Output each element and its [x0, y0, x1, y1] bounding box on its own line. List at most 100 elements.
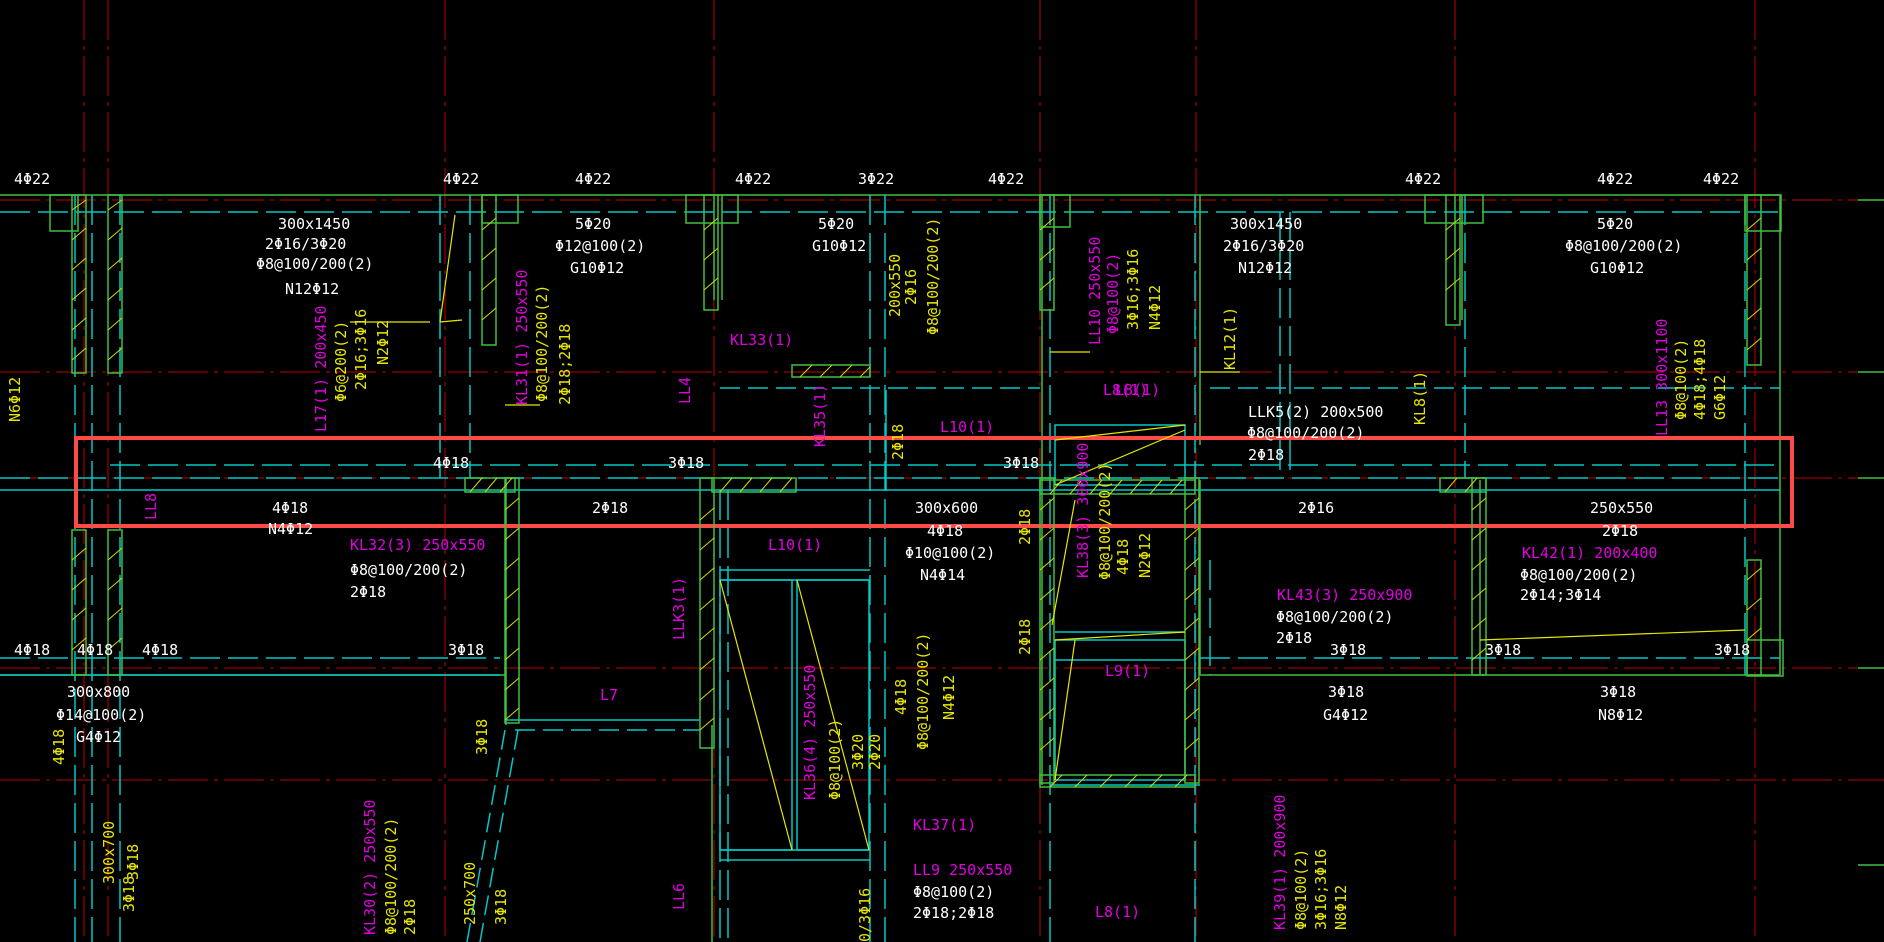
top-rebar-label: 3Φ22 — [858, 170, 894, 188]
white-label: 4Φ18 — [14, 641, 50, 659]
white-label: 2Φ16/3Φ20 — [265, 235, 346, 253]
white-label: N8Φ12 — [1598, 706, 1643, 724]
vertical-label: KL38(3) 300x900 — [1074, 443, 1092, 578]
white-label: Φ8@100(2) — [913, 883, 994, 901]
white-label: 250x550 — [1590, 499, 1653, 517]
vertical-label: Φ8@100/200(2) — [1096, 463, 1114, 580]
vertical-label: Φ8@100/200(2) — [914, 633, 932, 750]
vertical-label: N2Φ12 — [374, 320, 392, 365]
vertical-label: 2Φ18;2Φ18 — [556, 324, 574, 405]
white-label: 300x1450 — [278, 215, 350, 233]
vertical-label: 2Φ18 — [1016, 509, 1034, 545]
vertical-label: 3Φ18 — [124, 844, 142, 880]
top-rebar-label: 4Φ22 — [443, 170, 479, 188]
vertical-label: N4Φ12 — [940, 675, 958, 720]
vertical-label: L17(1) 200x450 — [312, 306, 330, 432]
vertical-label: 4Φ18;4Φ18 — [1691, 339, 1709, 420]
vertical-label: KL35(1) — [811, 384, 829, 447]
white-label: N4Φ12 — [268, 520, 313, 538]
yellow-diagonal-lines — [350, 214, 1746, 851]
vertical-label: 250x700 — [461, 862, 479, 925]
white-label: G10Φ12 — [1590, 259, 1644, 277]
vertical-label: 2Φ16 — [902, 269, 920, 305]
white-label: N4Φ14 — [920, 566, 965, 584]
vertical-label: N4Φ12 — [1146, 285, 1164, 330]
vertical-label: KL36(4) 250x550 — [801, 665, 819, 800]
white-label: 3Φ18 — [1330, 641, 1366, 659]
white-label: 3Φ18 — [1714, 641, 1750, 659]
vertical-label: Φ8@100(2) — [1672, 339, 1690, 420]
white-label: 3Φ18 — [1328, 683, 1364, 701]
white-label: G10Φ12 — [570, 259, 624, 277]
vertical-label: Φ8@100/200(2) — [533, 285, 551, 402]
vertical-label: LL6 — [670, 883, 688, 910]
magenta-label: L8(1) — [1103, 381, 1148, 399]
white-label: Φ8@100/200(2) — [1247, 424, 1364, 442]
white-label: 4Φ18 — [77, 641, 113, 659]
white-label: Φ8@100/200(2) — [1565, 237, 1682, 255]
vertical-label: 4Φ18 — [892, 679, 910, 715]
white-label: Φ8@100/200(2) — [1520, 566, 1637, 584]
magenta-label: KL43(3) 250x900 — [1277, 586, 1412, 604]
vertical-label: Φ8@100(2) — [1104, 253, 1122, 334]
vertical-label: Φ8@100/200(2) — [382, 818, 400, 935]
white-label: 3Φ18 — [668, 454, 704, 472]
white-label: 2Φ18 — [592, 499, 628, 517]
vertical-label: KL39(1) 200x900 — [1271, 795, 1289, 930]
white-label: G4Φ12 — [1323, 706, 1368, 724]
vertical-label: 3Φ16;3Φ16 — [1312, 849, 1330, 930]
white-label: Φ8@100/200(2) — [350, 561, 467, 579]
vertical-label: KL31(1) 250x550 — [513, 270, 531, 405]
white-label: Φ12@100(2) — [555, 237, 645, 255]
white-label: 3Φ18 — [448, 641, 484, 659]
white-label: 2Φ14;3Φ14 — [1520, 586, 1601, 604]
white-label: G4Φ12 — [76, 728, 121, 746]
top-rebar-label: 4Φ22 — [1405, 170, 1441, 188]
vertical-label: 2Φ18 — [889, 424, 907, 460]
vertical-label: LLK3(1) — [670, 577, 688, 640]
vertical-label: 3Φ18 — [473, 719, 491, 755]
magenta-label: L10(1) — [768, 536, 822, 554]
hatch-pattern — [71, 199, 1762, 788]
top-rebar-label: 4Φ22 — [1703, 170, 1739, 188]
white-label: 3Φ18 — [1600, 683, 1636, 701]
vertical-label: Φ8@100(2) — [826, 719, 844, 800]
vertical-label: 2Φ20 — [866, 734, 884, 770]
white-label: 4Φ18 — [433, 454, 469, 472]
white-label: 2Φ18 — [350, 583, 386, 601]
edge-tick-marks — [1858, 199, 1884, 866]
vertical-label: G6Φ12 — [1711, 375, 1729, 420]
white-label: N12Φ12 — [1238, 259, 1292, 277]
vertical-label: 3Φ18 — [492, 889, 510, 925]
vertical-label: KL12(1) — [1221, 307, 1239, 370]
magenta-label: LL9 250x550 — [913, 861, 1012, 879]
white-label: 2Φ18 — [1276, 629, 1312, 647]
white-label: 5Φ20 — [1597, 215, 1633, 233]
magenta-label: KL42(1) 200x400 — [1522, 544, 1657, 562]
magenta-label: L7 — [600, 686, 618, 704]
vertical-label: 2Φ18 — [401, 899, 419, 935]
white-label: 5Φ20 — [818, 215, 854, 233]
white-label: 2Φ18;2Φ18 — [913, 904, 994, 922]
white-label: 300x1450 — [1230, 215, 1302, 233]
magenta-label: L9(1) — [1105, 662, 1150, 680]
white-label: 300x600 — [915, 499, 978, 517]
vertical-label: 3Φ20 — [849, 734, 867, 770]
white-label: 4Φ18 — [272, 499, 308, 517]
white-label: 2Φ18 — [1602, 522, 1638, 540]
white-label: 4Φ18 — [927, 522, 963, 540]
vertical-label: 4Φ18 — [50, 729, 68, 765]
magenta-label: KL33(1) — [730, 331, 793, 349]
white-label: Φ14@100(2) — [56, 706, 146, 724]
white-label: 2Φ16/3Φ20 — [1223, 237, 1304, 255]
vertical-label: 3Φ16;3Φ16 — [1124, 249, 1142, 330]
magenta-label: L10(1) — [940, 418, 994, 436]
highlight-selection-box[interactable] — [74, 436, 1794, 528]
vertical-label: 0/3Φ16 — [856, 888, 874, 942]
white-label: 5Φ20 — [575, 215, 611, 233]
white-label: 3Φ18 — [1485, 641, 1521, 659]
vertical-label: 4Φ18 — [1114, 539, 1132, 575]
